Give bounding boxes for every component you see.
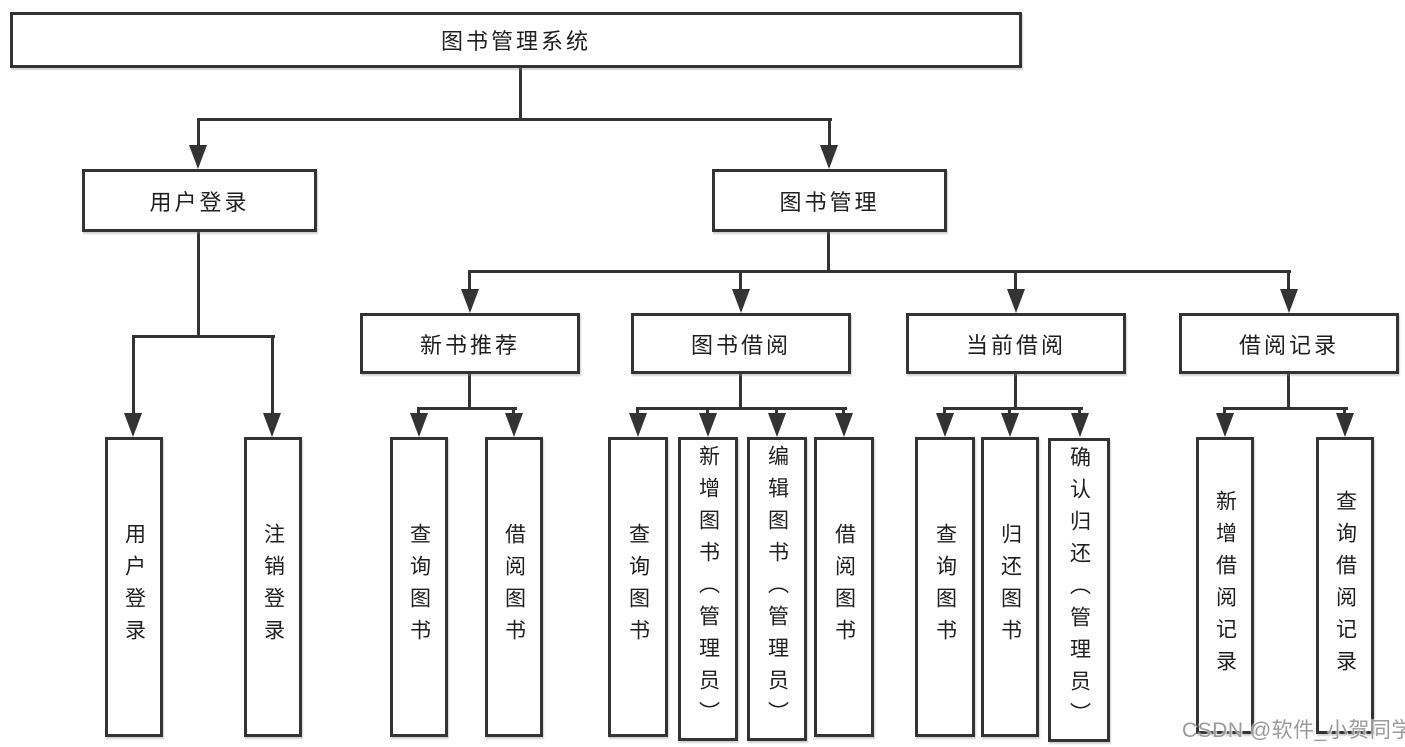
connector-borrow-record-bus [1223, 407, 1348, 410]
connector-user-login-drop [197, 232, 200, 338]
connector-stem-cb-confirm [1078, 407, 1081, 417]
connector-root-trunk [519, 68, 522, 121]
connector-stem-nb-query [417, 407, 420, 417]
arrowhead-borrow-record [1280, 289, 1298, 313]
node-book-mgmt-label: 图书管理 [779, 189, 880, 215]
arrowhead-bb-borrow [835, 413, 853, 437]
leaf-bb-add-books-label: 新增图书（管理员） [696, 445, 720, 733]
arrowhead-leaf-logout [263, 413, 281, 437]
node-book-mgmt: 图书管理 [712, 169, 947, 232]
leaf-user-login: 用户登录 [105, 437, 163, 737]
arrowhead-cb-query [936, 413, 954, 437]
connector-borrow-record-drop [1287, 374, 1290, 410]
leaf-cb-query-books-label: 查询图书 [933, 523, 957, 651]
connector-stem-cb-query [943, 407, 946, 417]
arrowhead-current-borrow [1007, 289, 1025, 313]
arrowhead-user-login [189, 145, 207, 169]
connector-stem-br-query [1343, 407, 1346, 417]
connector-user-login-bus [132, 335, 275, 338]
connector-stem-cb-return [1008, 407, 1011, 417]
leaf-logout: 注销登录 [244, 437, 302, 737]
leaf-user-login-label: 用户登录 [122, 523, 146, 651]
connector-stem-nb-borrow [512, 407, 515, 417]
node-user-login: 用户登录 [82, 169, 317, 232]
connector-current-borrow-drop [1014, 374, 1017, 410]
arrowhead-br-query [1336, 413, 1354, 437]
leaf-bb-edit-books-label: 编辑图书（管理员） [765, 445, 789, 733]
leaf-cb-return-books: 归还图书 [981, 437, 1039, 737]
leaf-br-query-record-label: 查询借阅记录 [1333, 489, 1357, 682]
connector-stem-bb-query [636, 407, 639, 417]
node-borrow-record: 借阅记录 [1179, 313, 1399, 374]
leaf-cb-confirm-return: 确认归还（管理员） [1048, 438, 1110, 742]
leaf-cb-query-books: 查询图书 [915, 437, 975, 737]
arrowhead-nb-borrow [505, 413, 523, 437]
node-book-borrow-label: 图书借阅 [690, 332, 791, 358]
csdn-watermark: CSDN @软件_小贺同学 [1182, 719, 1405, 742]
arrowhead-bb-edit [768, 413, 786, 437]
connector-new-book-bus [417, 407, 517, 410]
arrowhead-bb-add [699, 413, 717, 437]
arrowhead-book-borrow [732, 289, 750, 313]
leaf-nb-borrow-books-label: 借阅图书 [502, 523, 526, 651]
connector-stem-user-login [197, 118, 200, 146]
node-user-login-label: 用户登录 [149, 189, 250, 215]
leaf-bb-query-books-label: 查询图书 [626, 523, 650, 651]
node-root: 图书管理系统 [10, 12, 1022, 68]
node-current-borrow-label: 当前借阅 [965, 332, 1066, 358]
arrowhead-nb-query [410, 413, 428, 437]
leaf-nb-query-books-label: 查询图书 [407, 523, 431, 651]
connector-book-mgmt-drop [827, 232, 830, 273]
leaf-bb-borrow-books-label: 借阅图书 [832, 523, 856, 651]
node-borrow-record-label: 借阅记录 [1238, 332, 1339, 358]
connector-stem-bb-edit [775, 407, 778, 417]
connector-stem-leaf-user-login [132, 335, 135, 415]
connector-stem-bb-borrow [842, 407, 845, 417]
connector-stem-book-borrow [739, 270, 742, 291]
leaf-bb-query-books: 查询图书 [608, 437, 668, 737]
connector-stem-current-borrow [1014, 270, 1017, 291]
connector-stem-br-add [1223, 407, 1226, 417]
leaf-bb-add-books: 新增图书（管理员） [678, 437, 738, 741]
leaf-cb-confirm-return-label: 确认归还（管理员） [1067, 446, 1091, 734]
arrowhead-bb-query [629, 413, 647, 437]
connector-book-borrow-drop [739, 374, 742, 410]
arrowhead-cb-confirm [1071, 413, 1089, 437]
connector-current-borrow-bus [943, 407, 1083, 410]
node-current-borrow: 当前借阅 [906, 313, 1126, 374]
arrowhead-leaf-user-login [124, 413, 142, 437]
connector-stem-bb-add [706, 407, 709, 417]
leaf-br-query-record: 查询借阅记录 [1316, 437, 1374, 734]
arrowhead-new-book [461, 289, 479, 313]
arrowhead-br-add [1216, 413, 1234, 437]
node-book-borrow: 图书借阅 [631, 313, 851, 374]
connector-stem-leaf-logout [271, 335, 274, 415]
connector-level1-bus [197, 118, 832, 121]
leaf-logout-label: 注销登录 [261, 523, 285, 651]
arrowhead-book-mgmt [820, 145, 838, 169]
connector-level2-bus [468, 270, 1291, 273]
node-new-book: 新书推荐 [360, 313, 580, 374]
leaf-br-add-record: 新增借阅记录 [1196, 437, 1254, 734]
leaf-nb-borrow-books: 借阅图书 [485, 437, 543, 737]
connector-new-book-drop [468, 374, 471, 410]
connector-stem-borrow-record [1287, 270, 1290, 291]
node-new-book-label: 新书推荐 [419, 332, 520, 358]
connector-book-borrow-bus [636, 407, 847, 410]
connector-stem-book-mgmt [828, 118, 831, 146]
connector-stem-new-book [468, 270, 471, 291]
leaf-cb-return-books-label: 归还图书 [998, 523, 1022, 651]
leaf-bb-edit-books: 编辑图书（管理员） [747, 437, 807, 741]
arrowhead-cb-return [1001, 413, 1019, 437]
leaf-br-add-record-label: 新增借阅记录 [1213, 489, 1237, 682]
leaf-bb-borrow-books: 借阅图书 [814, 437, 874, 737]
leaf-nb-query-books: 查询图书 [390, 437, 448, 737]
node-root-label: 图书管理系统 [440, 29, 591, 54]
